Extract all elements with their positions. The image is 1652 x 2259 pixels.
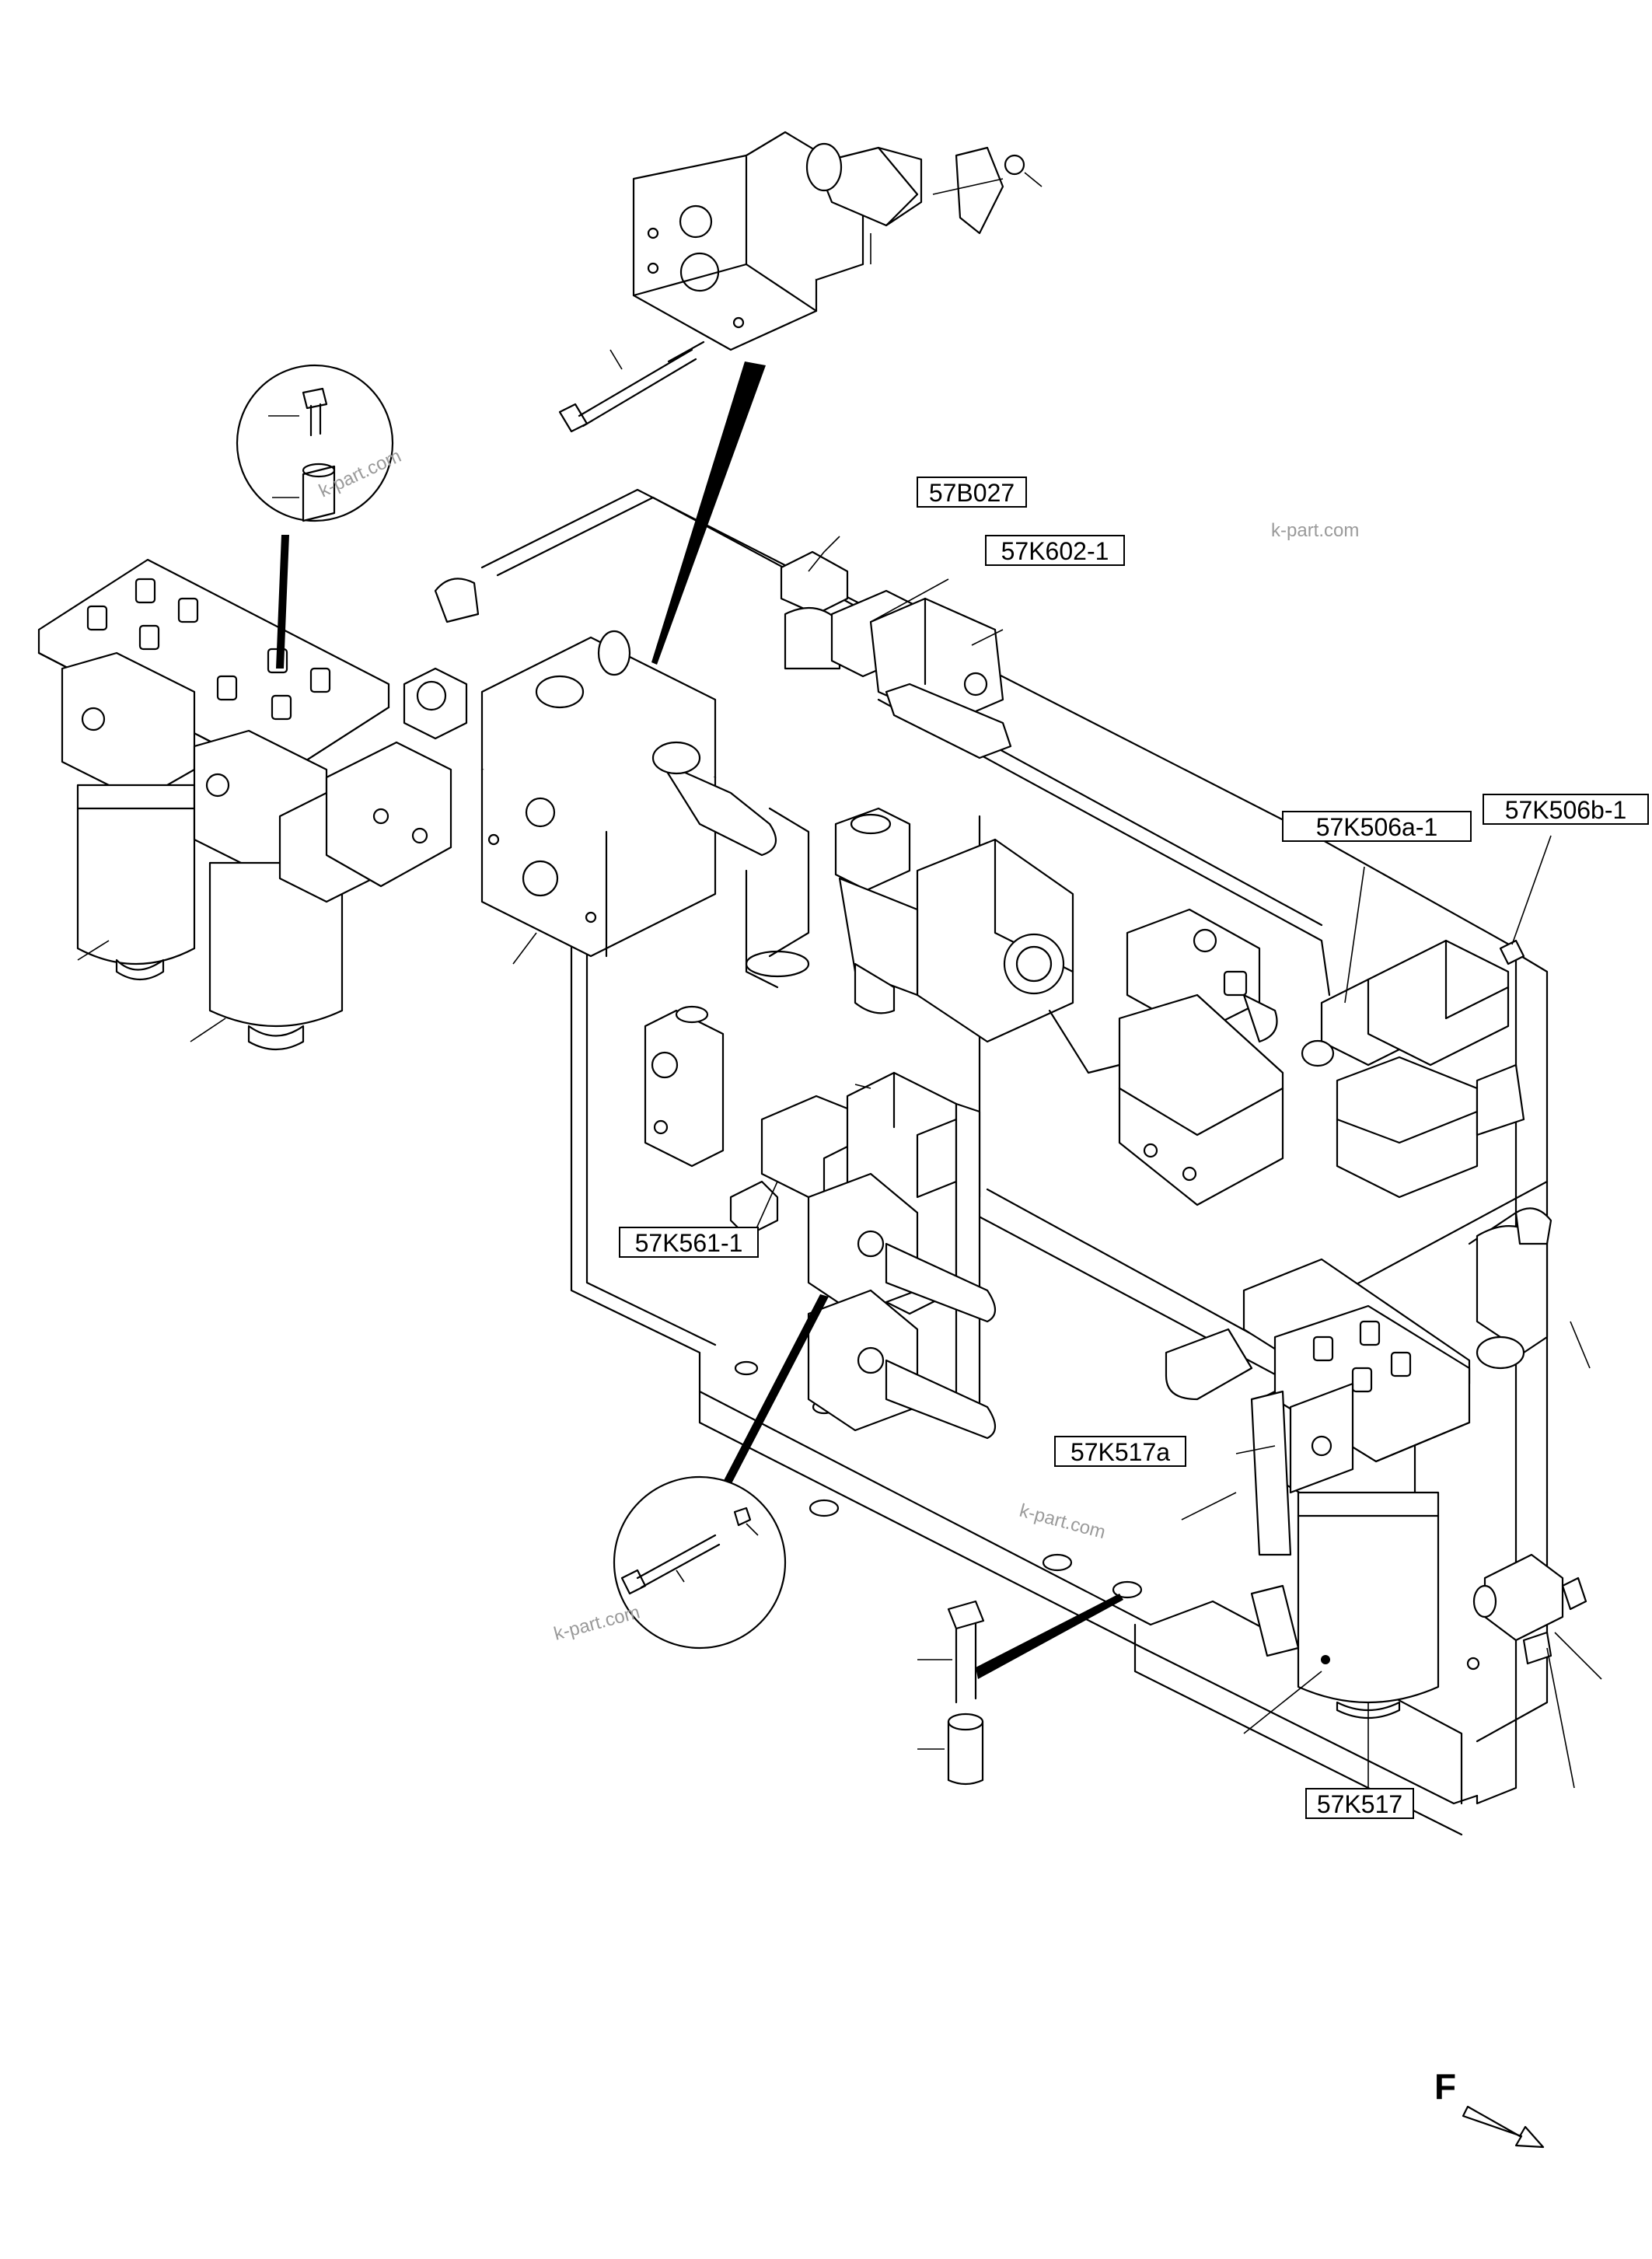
svg-text:57K561-1: 57K561-1: [635, 1229, 743, 1257]
callout-57k602-1: 57K602-1: [985, 535, 1125, 566]
svg-text:57B027: 57B027: [929, 479, 1015, 507]
svg-text:57K506b-1: 57K506b-1: [1505, 796, 1627, 824]
center-solenoid-valve: [834, 807, 1121, 1074]
arrow-icon: [1462, 2105, 1545, 2149]
svg-text:57K602-1: 57K602-1: [1001, 537, 1109, 565]
svg-text:57K506a-1: 57K506a-1: [1316, 813, 1438, 841]
right-filter-57k517: [1165, 1258, 1471, 1788]
callout-57k506b-1: 57K506b-1: [1483, 794, 1649, 825]
direction-indicator: F: [1434, 2066, 1545, 2149]
long-bolt: [558, 340, 705, 433]
svg-text:57K517a: 57K517a: [1070, 1438, 1170, 1466]
left-filter-assembly: [37, 558, 452, 1050]
detail-circle-bolt-nut: [613, 1294, 829, 1650]
watermark-4: k-part.com: [552, 1601, 642, 1644]
callout-57k517a: 57K517a: [1054, 1436, 1186, 1467]
callout-57k561-1: 57K561-1: [619, 1227, 759, 1258]
watermark-2: k-part.com: [1271, 520, 1359, 541]
exploded-bolt-sleeve: [917, 1594, 1123, 1786]
callout-57k506a-1: 57K506a-1: [1282, 811, 1472, 842]
valve-57k506: [1301, 939, 1525, 1199]
callout-57b027: 57B027: [917, 477, 1027, 508]
watermark-3: k-part.com: [1017, 1500, 1107, 1543]
direction-label: F: [1434, 2066, 1456, 2107]
svg-text:57K517: 57K517: [1317, 1790, 1402, 1818]
top-valve-block: [558, 131, 1043, 665]
valve-top-center: [780, 536, 1012, 759]
right-edge-fittings: [1466, 1207, 1602, 1789]
detail-circle-bolt-sleeve: [236, 364, 394, 669]
right-solenoid-valve: [1118, 908, 1284, 1206]
callout-57k517: 57K517: [1305, 1788, 1414, 1819]
valve-57k561: [644, 1005, 997, 1440]
central-manifold: [403, 578, 777, 965]
